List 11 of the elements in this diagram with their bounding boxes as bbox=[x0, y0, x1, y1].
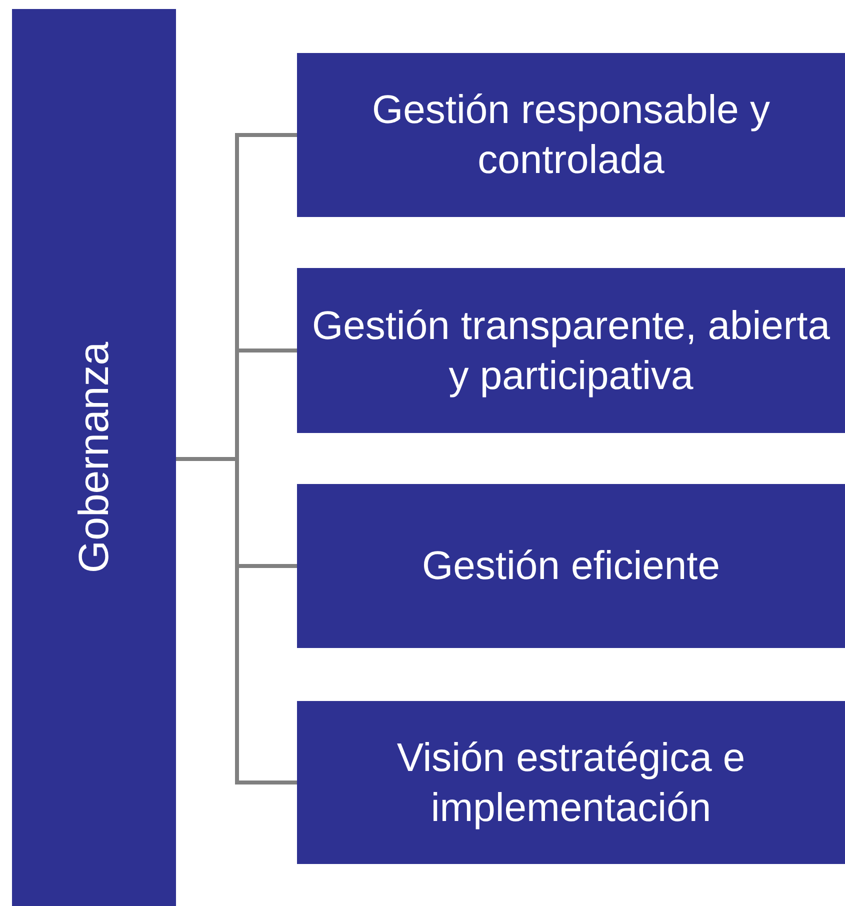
item-label: Gestión transparente, abierta y participativa bbox=[310, 302, 832, 400]
item-label: Gestión eficiente bbox=[421, 543, 721, 590]
item-box bbox=[297, 701, 845, 864]
item-box bbox=[297, 268, 845, 433]
item-label: Visión estratégica e implementación bbox=[396, 734, 746, 832]
item-box bbox=[297, 484, 845, 648]
category-title: Gobernanza bbox=[70, 342, 118, 574]
connector-line bbox=[176, 457, 297, 784]
item-label: Gestión responsable y controlada bbox=[370, 87, 771, 184]
category-bar bbox=[12, 9, 176, 906]
item-box bbox=[297, 53, 845, 217]
